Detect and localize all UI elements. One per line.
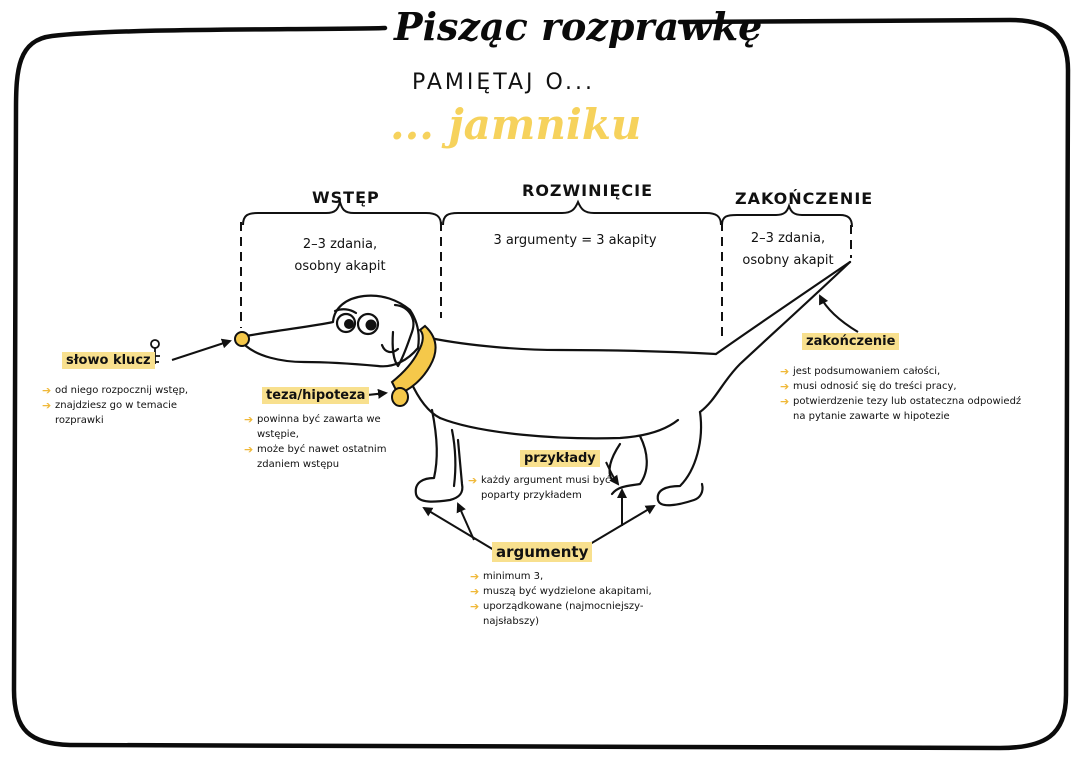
list-item: rozprawki [55, 415, 104, 426]
label-argumenty: argumenty [492, 542, 593, 562]
accent-title: ... jamniku [390, 100, 642, 149]
notes-przyklady: ➔każdy argument musi być poparty przykła… [468, 473, 611, 503]
arrow-bullet-icon: ➔ [42, 384, 52, 397]
frame-border [11, 17, 1071, 751]
arrow-bullet-icon: ➔ [780, 380, 790, 393]
notes-zakonczenie: ➔jest podsumowaniem całości, ➔musi odnos… [780, 364, 1021, 424]
arrow-bullet-icon: ➔ [780, 395, 790, 408]
list-item: wstępie, [257, 429, 299, 440]
key-icon [150, 339, 160, 364]
dog-head [244, 294, 420, 368]
list-item: ➔uporządkowane (najmocniejszy- [470, 600, 644, 613]
notes-teza: ➔powinna być zawarta we wstępie, ➔może b… [244, 412, 386, 472]
section-text-rozwiniecie: 3 argumenty = 3 akapity [493, 233, 657, 248]
list-item: ➔znajdziesz go w temacie [42, 399, 178, 412]
arrow-bullet-icon: ➔ [244, 413, 254, 426]
section-text-wstep: 2–3 zdania, osobny akapit [294, 237, 386, 274]
list-item: ➔może być nawet ostatnim [244, 443, 387, 456]
section-heading-zakonczenie: ZAKOŃCZENIE [735, 189, 874, 208]
arrow-bullet-icon: ➔ [468, 474, 478, 487]
dashed-dividers [240, 222, 852, 342]
section-heading-wstep: WSTĘP [312, 188, 380, 207]
page-subtitle: PAMIĘTAJ O... [412, 70, 595, 95]
page-title: Pisząc rozprawkę [394, 4, 763, 49]
notes-argumenty: ➔minimum 3, ➔muszą być wydzielone akapit… [470, 569, 652, 629]
arrow-bullet-icon: ➔ [470, 600, 480, 613]
section-text-zakonczenie: 2–3 zdania, osobny akapit [742, 231, 834, 268]
brace-wstep [242, 198, 442, 226]
section-heading-rozwiniecie: ROZWINIĘCIE [522, 181, 654, 200]
arrow-bullet-icon: ➔ [42, 399, 52, 412]
dog-tag [391, 387, 409, 407]
dog-nose [234, 331, 250, 347]
list-item: zdaniem wstępu [257, 459, 340, 470]
list-item: ➔od niego rozpocznij wstęp, [42, 384, 189, 397]
list-item: na pytanie zawarte w hipotezie [793, 411, 950, 422]
list-item: najsłabszy) [483, 616, 540, 627]
list-item: poparty przykładem [481, 490, 582, 501]
list-item: ➔minimum 3, [470, 570, 544, 583]
arrow-bullet-icon: ➔ [470, 570, 480, 583]
list-item: ➔musi odnosić się do treści pracy, [780, 380, 957, 393]
list-item: ➔każdy argument musi być [468, 474, 611, 487]
label-teza-hipoteza: teza/hipoteza [262, 387, 370, 404]
list-item: ➔muszą być wydzielone akapitami, [470, 585, 652, 598]
arrow-bullet-icon: ➔ [470, 585, 480, 598]
brace-zakonczenie [721, 202, 853, 228]
list-item: ➔potwierdzenie tezy lub ostateczna odpow… [780, 395, 1022, 408]
brace-rozwiniecie [442, 199, 722, 226]
label-przyklady: przykłady [520, 450, 600, 467]
label-slowo-klucz: słowo klucz [62, 352, 155, 369]
dog-collar [390, 324, 437, 396]
list-item: ➔powinna być zawarta we [244, 413, 381, 426]
arrow-bullet-icon: ➔ [244, 443, 254, 456]
notes-slowo-klucz: ➔od niego rozpocznij wstęp, ➔znajdziesz … [42, 383, 188, 428]
label-zakonczenie: zakończenie [802, 333, 900, 350]
list-item: ➔jest podsumowaniem całości, [780, 365, 941, 378]
arrow-bullet-icon: ➔ [780, 365, 790, 378]
